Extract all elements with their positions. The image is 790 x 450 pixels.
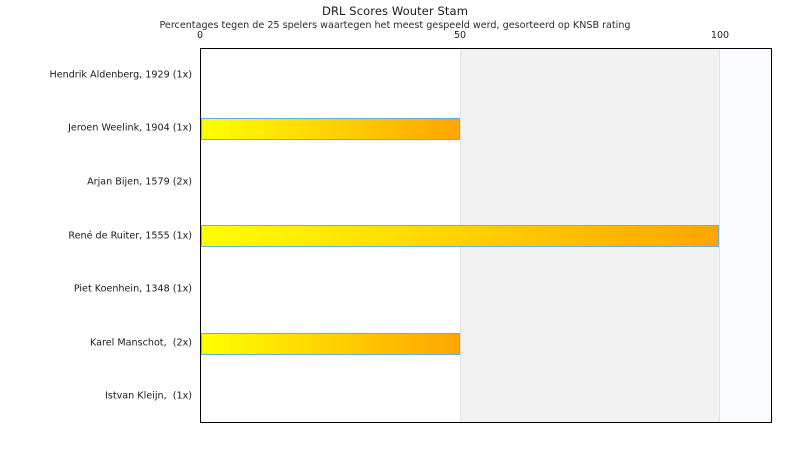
bar-row <box>201 263 771 317</box>
bar-row <box>201 370 771 422</box>
bar-row <box>201 317 771 371</box>
bar[interactable] <box>201 118 461 141</box>
y-axis-label: René de Ruiter, 1555 (1x) <box>68 230 192 241</box>
bar[interactable] <box>201 225 720 248</box>
y-axis-label: Arjan Bijen, 1579 (2x) <box>87 176 192 188</box>
y-axis-label: Hendrik Aldenberg, 1929 (1x) <box>49 69 193 81</box>
bar-row <box>201 103 771 157</box>
y-axis-label: Istvan Kleijn, (1x) <box>105 390 192 402</box>
bar-row <box>201 49 771 103</box>
x-tick-label: 100 <box>710 30 730 41</box>
bar[interactable] <box>201 332 461 355</box>
chart-title: DRL Scores Wouter Stam <box>321 4 468 18</box>
bars-layer <box>201 49 771 422</box>
y-axis-label: Karel Manschot, (2x) <box>90 337 192 349</box>
y-axis-label: Piet Koenhein, 1348 (1x) <box>73 283 192 295</box>
x-axis: 0 50 100 <box>196 30 772 48</box>
bar-row <box>201 156 771 210</box>
y-axis-label: Jeroen Weelink, 1904 (1x) <box>68 122 192 134</box>
gridline <box>719 49 721 422</box>
x-tick-label: 50 <box>453 30 467 41</box>
background-band-100-plus <box>719 49 771 422</box>
chart-subtitle: Percentages tegen de 25 spelers waartege… <box>159 20 631 31</box>
plot-area <box>200 48 772 423</box>
bar-row <box>201 210 771 264</box>
x-tick-label: 0 <box>196 30 204 41</box>
y-axis-labels: Hendrik Aldenberg, 1929 (1x) Jeroen Weeli… <box>0 48 193 423</box>
